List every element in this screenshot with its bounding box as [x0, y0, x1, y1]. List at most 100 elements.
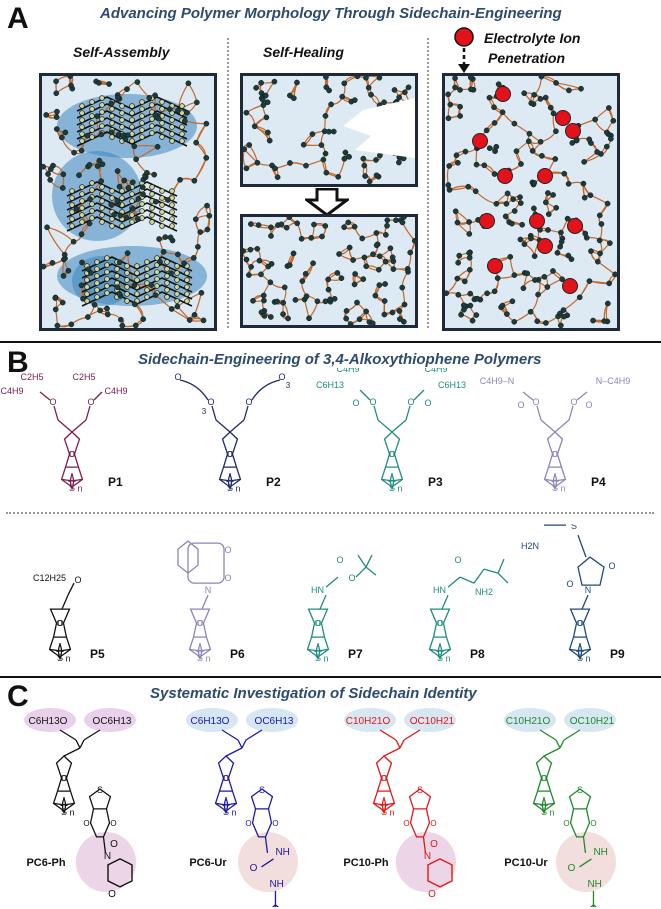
stack-node: [129, 191, 135, 197]
polymer-node: [457, 103, 463, 110]
polymer-node: [453, 152, 460, 159]
polymer-node: [531, 253, 538, 260]
polymer-node: [168, 306, 175, 312]
polymer-node: [335, 173, 342, 180]
polymer-node: [545, 190, 551, 196]
stack-node: [149, 191, 155, 197]
stack-node: [119, 223, 125, 229]
stack-node: [164, 287, 170, 293]
polymer-node: [325, 276, 332, 283]
stack-node: [129, 219, 135, 225]
stack-node: [134, 277, 140, 283]
polymer-node: [73, 206, 80, 212]
polymer-node: [286, 217, 293, 221]
bond: [39, 391, 51, 401]
polymer-label: P7: [348, 647, 363, 661]
polymer-node: [79, 259, 85, 266]
thiophene-ring: [60, 466, 84, 488]
stack-node: [184, 291, 190, 297]
atom-label: O: [250, 863, 258, 874]
polymer-node: [528, 100, 535, 107]
repeat-n: n: [446, 653, 451, 663]
polymer-p9: SOOnNOOSHOH2NOP9: [521, 524, 625, 663]
polymer-node: [495, 81, 502, 88]
polymer-node: [351, 281, 358, 288]
polymer-node: [131, 282, 138, 289]
polymer-node: [345, 219, 352, 226]
atom-label: O: [83, 819, 89, 828]
stack-node: [69, 188, 75, 194]
polymer-node: [462, 148, 469, 155]
stack-node: [79, 124, 85, 130]
atom-label: O: [87, 397, 94, 407]
stack-node: [139, 134, 145, 140]
polymer-node: [608, 135, 614, 142]
polymer-node: [612, 271, 617, 278]
stack-node: [154, 283, 160, 289]
polymer-node: [455, 259, 462, 266]
polymer-node: [253, 84, 259, 91]
stack-node: [174, 298, 180, 304]
polymer-node: [157, 258, 163, 265]
bond: [543, 747, 561, 757]
polymer-node: [586, 136, 593, 143]
polymer-node: [365, 84, 372, 91]
divider-a-1: [227, 38, 229, 328]
bond: [540, 419, 556, 433]
bond: [85, 405, 91, 421]
stack-node: [174, 263, 180, 269]
polymer-node: [254, 159, 261, 166]
oxygen-label: O: [388, 450, 394, 459]
polymer-node: [543, 199, 549, 206]
polymer-node: [457, 87, 463, 93]
stack-node: [89, 215, 95, 221]
polymer-node: [397, 316, 403, 322]
polymer-node: [325, 286, 332, 293]
polymer-node: [53, 114, 60, 120]
polymer-node: [78, 282, 85, 289]
polymer-node: [323, 84, 330, 91]
atom-label: C6H13: [438, 380, 466, 390]
atom-label: O: [590, 819, 596, 828]
bond: [357, 554, 367, 568]
polymer-node: [60, 273, 67, 279]
polymer-node: [517, 236, 524, 243]
stack-node: [164, 273, 170, 279]
bond: [422, 836, 427, 853]
atom-label: N–C4H9: [596, 376, 631, 386]
polymer-node: [607, 240, 613, 246]
polymer-node: [54, 322, 61, 328]
polymer-node: [376, 282, 383, 288]
polymer-node: [510, 196, 516, 202]
stacked-backbone: [76, 124, 188, 140]
polymer-node: [466, 250, 472, 256]
polymer-node: [261, 313, 268, 319]
oxygen-label: O: [56, 619, 62, 628]
polymer-node: [190, 255, 197, 261]
polymer-node: [543, 320, 549, 326]
atom-label: NH: [269, 879, 283, 890]
atom-label: O: [74, 575, 81, 585]
polymer-node: [491, 104, 497, 111]
polymer-node: [553, 204, 560, 211]
polymer-node: [381, 311, 388, 318]
bond: [201, 594, 209, 610]
polymer-node: [318, 142, 325, 148]
polymer-node: [362, 173, 368, 179]
bond: [391, 419, 407, 433]
bracket: [578, 643, 583, 660]
polymer-node: [467, 76, 474, 81]
oxygen-label: O: [314, 619, 320, 628]
polymer-node: [203, 120, 210, 127]
bracket: [542, 797, 547, 814]
polymer-node: [246, 272, 252, 278]
polymer-node: [122, 136, 129, 143]
bracket: [316, 643, 321, 660]
polymer-node: [558, 322, 564, 328]
stack-node: [109, 195, 115, 201]
stack-node: [89, 208, 95, 214]
stack-node: [144, 259, 150, 265]
rule-b-c: [0, 676, 661, 678]
polymer-node: [116, 259, 123, 266]
